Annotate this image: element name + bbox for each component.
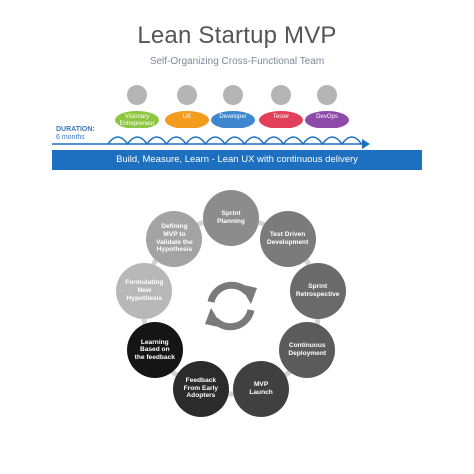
- team-member-label: Developer: [219, 114, 247, 120]
- timeline-arc-path: [107, 136, 363, 146]
- person-icon: [115, 85, 159, 128]
- duration-label: DURATION: 6 months: [56, 126, 95, 142]
- refresh-cycle-icon: [205, 281, 257, 331]
- duration-heading: DURATION:: [56, 126, 95, 133]
- banner: Build, Measure, Learn - Lean UX with con…: [52, 150, 422, 170]
- team-member-label: DevOps: [316, 114, 338, 120]
- timeline-arcs: [52, 136, 370, 149]
- page-title: Lean Startup MVP: [137, 22, 337, 49]
- duration-value: 6 months: [56, 134, 85, 141]
- person-icon: [165, 85, 209, 128]
- team-member-label: Tester: [272, 114, 290, 120]
- team-member: Developer: [208, 84, 258, 128]
- person-icon: [211, 85, 255, 128]
- arrow-right-icon: [362, 139, 370, 149]
- page-subtitle: Self-Organizing Cross-Functional Team: [149, 56, 325, 67]
- team-member: UX: [162, 84, 212, 128]
- banner-text: Build, Measure, Learn - Lean UX with con…: [116, 154, 358, 165]
- team-member: DevOps: [302, 84, 352, 128]
- person-icon: [305, 85, 349, 128]
- person-icon: [259, 85, 303, 128]
- team-member: Tester: [256, 84, 306, 128]
- team-member-label: UX: [182, 114, 192, 120]
